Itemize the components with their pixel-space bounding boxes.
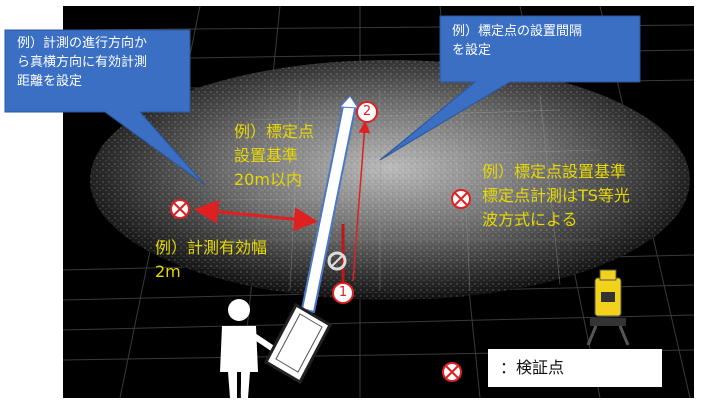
annotation-line: 例）計測有効幅	[155, 238, 268, 257]
callout-top-right-text: 例）標定点の設置間隔 を設定	[452, 22, 632, 60]
annotation-line: 標定点計測はTS等光	[482, 186, 630, 205]
callout-line: ら真横方向に有効計測	[17, 55, 148, 70]
callout-top-right	[379, 15, 641, 161]
annotation-line: 波方式による	[482, 210, 578, 229]
verify-marker-left	[170, 199, 190, 219]
verify-marker-right	[451, 189, 471, 209]
callout-line: 距離を設定	[17, 74, 83, 89]
point-1-label: 1	[338, 285, 348, 300]
prism-target-icon	[327, 251, 347, 271]
tablet-icon	[264, 302, 332, 385]
annotation-line: 例）標定点設置基準	[482, 162, 627, 181]
annotation-line: 設置基準	[234, 146, 299, 165]
callout-top-left-text: 例）計測の進行方向か ら真横方向に有効計測 距離を設定	[17, 34, 189, 91]
callout-line: 例）計測の進行方向か	[17, 36, 148, 51]
callout-line: を設定	[452, 43, 492, 58]
operator-person-icon	[220, 299, 280, 398]
annotation-line: 例）標定点	[234, 122, 315, 141]
legend-label: ：検証点	[500, 358, 565, 377]
annotation-line: 2m	[155, 262, 181, 281]
legend-box: ：検証点	[488, 349, 662, 387]
verify-marker-legend	[442, 362, 462, 382]
interval-arrow	[352, 121, 371, 282]
total-station-icon	[586, 269, 630, 346]
effective-width-annotation: 例）計測有効幅 2m	[155, 236, 267, 284]
callout-top-left	[4, 29, 206, 186]
callout-line: 例）標定点の設置間隔	[452, 24, 583, 39]
survey-rule-annotation: 例）標定点設置基準 標定点計測はTS等光 波方式による	[482, 160, 630, 232]
point-2-marker	[356, 101, 378, 123]
install-rule-annotation: 例）標定点 設置基準 20m以内	[234, 120, 314, 192]
point-2-label: 2	[362, 104, 372, 119]
annotation-line: 20m以内	[234, 170, 302, 189]
